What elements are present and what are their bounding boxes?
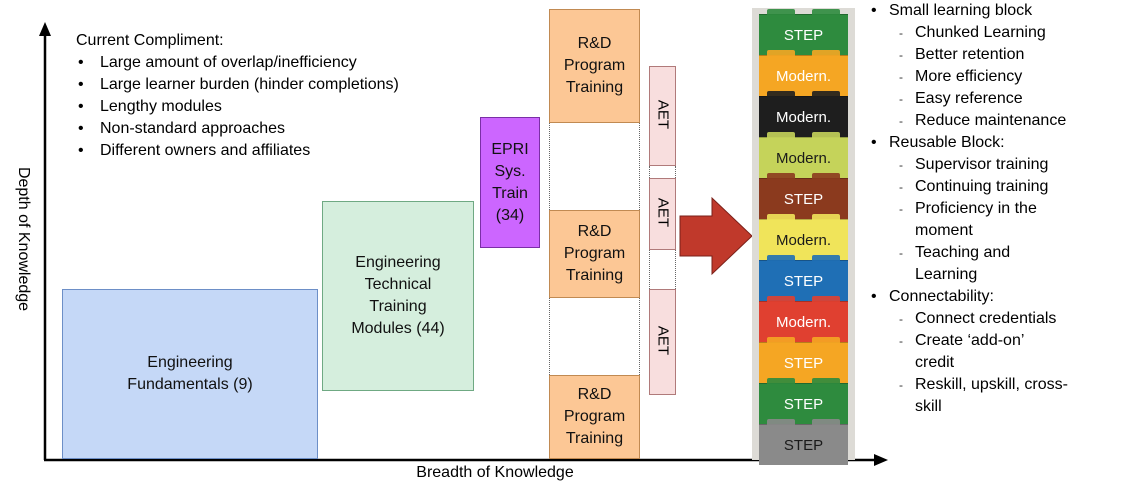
dash: - [899, 312, 903, 326]
progression-arrow [679, 196, 753, 276]
stack-block: STEP [759, 378, 848, 424]
dotted-gap [549, 298, 640, 375]
aet-box-bottom: AET [649, 289, 676, 395]
current-compliment-title: Current Compliment: [76, 32, 224, 49]
dash: - [899, 70, 903, 84]
compliment-item: Large amount of overlap/inefficiency [74, 52, 399, 74]
current-compliment: Current Compliment: Large amount of over… [74, 30, 399, 162]
dash: - [899, 246, 903, 260]
reusable-item: -Teaching and Learning [899, 244, 1011, 283]
small-block-item: -Better retention [869, 44, 1119, 66]
aet-label: AET [654, 325, 672, 356]
x-axis-label: Breadth of Knowledge [416, 464, 574, 481]
dotted-gap [649, 250, 676, 289]
stack-block: Modern. [759, 132, 848, 178]
dotted-gap [649, 166, 676, 178]
stack-block: STEP [759, 173, 848, 219]
compliment-item: Large learner burden (hinder completions… [74, 74, 399, 96]
right-panel: Small learning block -Chunked Learning -… [869, 0, 1119, 418]
dash: - [899, 334, 903, 348]
x-axis-arrowhead [874, 454, 888, 466]
reusable-heading: Reusable Block: [869, 132, 1119, 154]
fundamentals-box: Engineering Fundamentals (9) [62, 289, 318, 459]
stack-block: STEP [759, 337, 848, 383]
connectability-item: -Reskill, upskill, cross- skill [899, 376, 1068, 415]
dash: - [899, 378, 903, 392]
dash: - [899, 202, 903, 216]
reusable-item: -Proficiency in the moment [899, 200, 1037, 239]
aet-label: AET [654, 197, 672, 228]
aet-box-middle: AET [649, 178, 676, 250]
compliment-item: Non-standard approaches [74, 118, 399, 140]
stack-block: Modern. [759, 50, 848, 96]
small-block-item: -Chunked Learning [869, 22, 1119, 44]
dash: - [899, 114, 903, 128]
stack-block: Modern. [759, 296, 848, 342]
aet-label: AET [654, 99, 672, 130]
rd-training-box-top: R&D Program Training [549, 9, 640, 123]
rd-training-box-middle: R&D Program Training [549, 210, 640, 298]
y-axis-arrowhead [39, 22, 51, 36]
small-block-item: -More efficiency [869, 66, 1119, 88]
stack-block: STEP [759, 9, 848, 55]
dash: - [899, 48, 903, 62]
stack-block: Modern. [759, 91, 848, 137]
epri-box: EPRI Sys. Train (34) [480, 117, 540, 248]
technical-modules-box: Engineering Technical Training Modules (… [322, 201, 474, 391]
dash: - [899, 26, 903, 40]
connectability-item: -Create ‘add-on’ credit [899, 332, 1025, 371]
connectability-heading: Connectability: [869, 286, 1119, 308]
compliment-item: Different owners and affiliates [74, 140, 399, 162]
connectability-item: -Connect credentials [869, 308, 1119, 330]
reusable-item: -Continuing training [869, 176, 1119, 198]
rd-training-box-bottom: R&D Program Training [549, 375, 640, 459]
dash: - [899, 92, 903, 106]
dash: - [899, 158, 903, 172]
small-block-item: -Reduce maintenance [869, 110, 1119, 132]
stack-block: Modern. [759, 214, 848, 260]
compliment-item: Lengthy modules [74, 96, 399, 118]
aet-box-top: AET [649, 66, 676, 166]
small-block-heading: Small learning block [869, 0, 1119, 22]
y-axis-label: Depth of Knowledge [15, 166, 32, 312]
stack-block: STEP [759, 419, 848, 465]
reusable-item: -Supervisor training [869, 154, 1119, 176]
small-block-item: -Easy reference [869, 88, 1119, 110]
stack-block: STEP [759, 255, 848, 301]
dash: - [899, 180, 903, 194]
dotted-gap [549, 123, 640, 210]
